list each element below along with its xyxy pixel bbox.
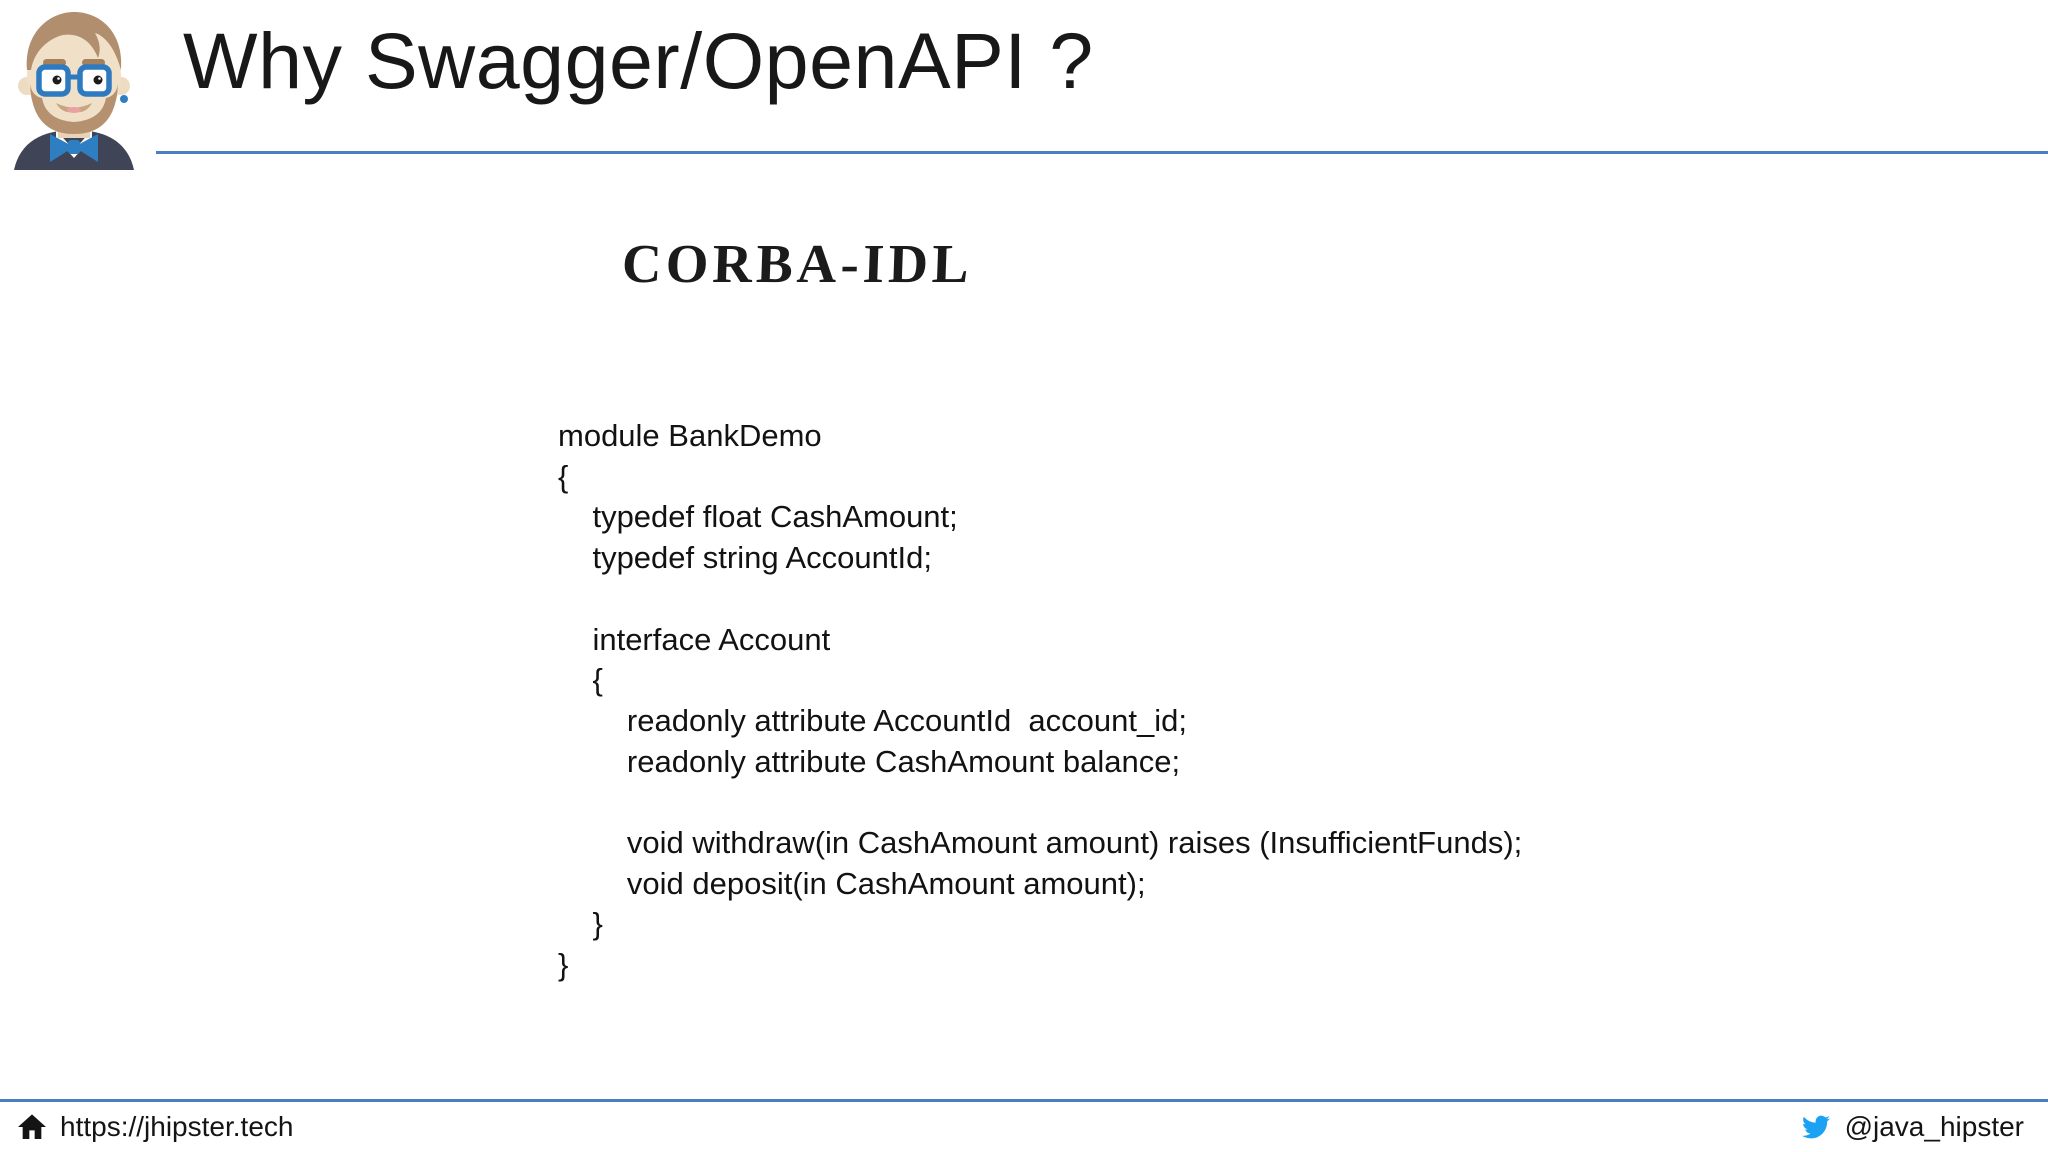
header-divider (156, 151, 2048, 154)
jhipster-avatar-graphic (14, 12, 134, 170)
footer-twitter-handle[interactable]: @java_hipster (1844, 1111, 2024, 1142)
jhipster-avatar (8, 6, 140, 170)
home-icon (18, 1114, 46, 1139)
footer: https://jhipster.tech @java_hipster (0, 1102, 2048, 1152)
footer-left: https://jhipster.tech (16, 1111, 293, 1143)
code-block: module BankDemo { typedef float CashAmou… (558, 418, 1523, 983)
slide-heading: CORBA-IDL (620, 233, 974, 294)
footer-right: @java_hipster (1799, 1111, 2024, 1143)
footer-url[interactable]: https://jhipster.tech (60, 1111, 294, 1142)
footer-divider (0, 1099, 2048, 1102)
page-title: Why Swagger/OpenAPI ? (183, 16, 1094, 105)
twitter-icon (1801, 1115, 1830, 1139)
